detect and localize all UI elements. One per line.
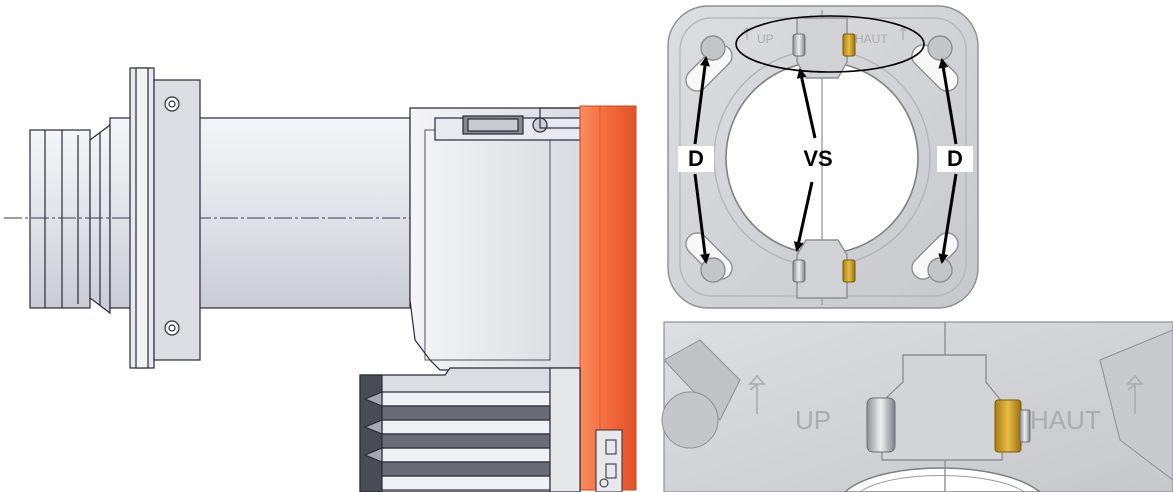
detail-haut-label: HAUT xyxy=(1030,405,1101,435)
callout-vs: VS xyxy=(803,146,833,171)
blast-tube xyxy=(29,117,411,315)
air-intake-box xyxy=(359,367,581,492)
burner-housing xyxy=(409,107,591,371)
housing-fittings xyxy=(595,429,623,492)
plate-up-label: UP xyxy=(757,32,774,46)
plate-haut-label: HAUT xyxy=(855,32,888,46)
housing-orange-cover xyxy=(579,105,637,491)
plate-bolts xyxy=(792,33,856,283)
callout-arrows xyxy=(693,56,958,264)
detail-up-label: UP xyxy=(795,405,832,435)
callout-d-right: D xyxy=(937,146,973,172)
mounting-flange xyxy=(129,67,201,369)
detail-view xyxy=(661,321,1173,492)
highlight-ellipse xyxy=(735,15,925,73)
mounting-plate xyxy=(667,5,979,309)
callout-d-left: D xyxy=(678,146,714,172)
